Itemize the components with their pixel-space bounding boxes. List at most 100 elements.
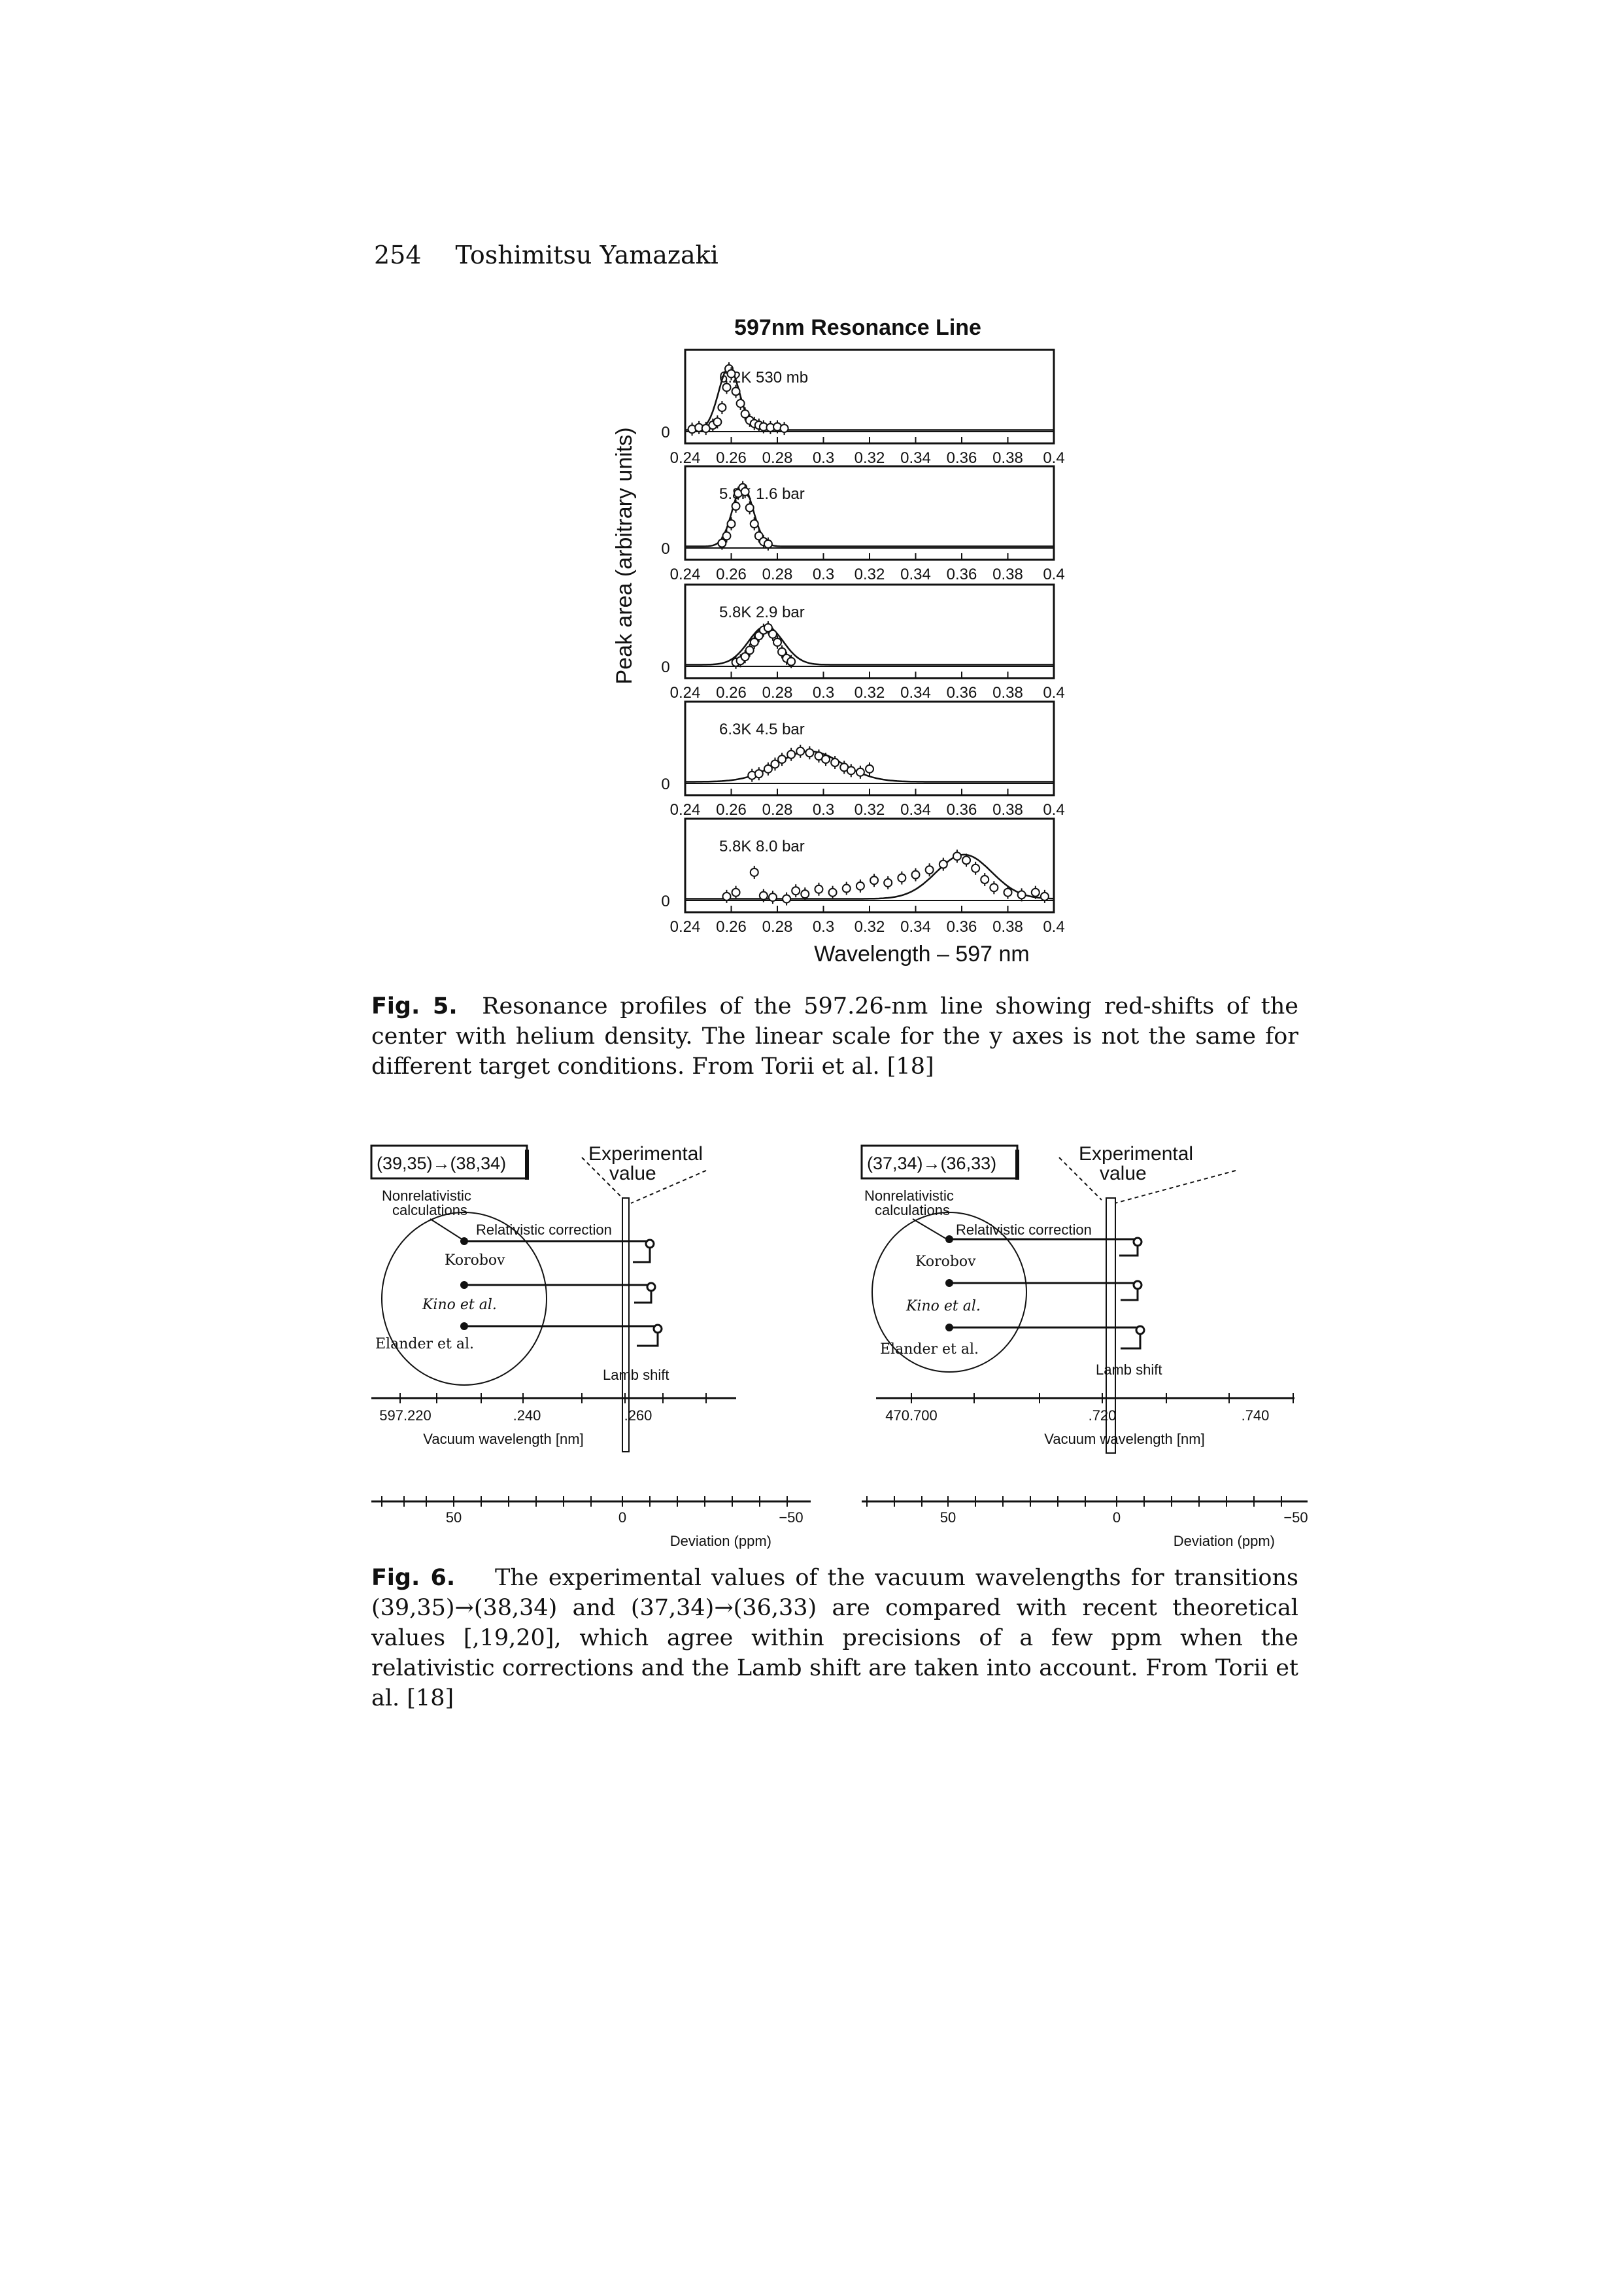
- data-point: [731, 386, 741, 396]
- x-tick-label: 0.28: [762, 566, 793, 583]
- data-point: [754, 769, 764, 779]
- data-point: [763, 539, 773, 549]
- wl-tick-1: .240: [513, 1407, 541, 1424]
- x-tick-label: 0.36: [947, 449, 977, 467]
- data-point: [989, 883, 999, 893]
- data-point: [717, 403, 727, 413]
- fit-curve: [685, 625, 1054, 666]
- fit-curve: [685, 853, 1055, 900]
- y-tick-label: 0: [661, 659, 669, 676]
- fig6-caption-text: The experimental values of the vacuum wa…: [371, 1565, 1298, 1711]
- data-point: [770, 759, 780, 769]
- data-point: [800, 889, 810, 899]
- nonrel-label-2: calculations: [392, 1202, 467, 1218]
- wl-tick-1: .720: [1089, 1407, 1117, 1424]
- data-point: [763, 764, 773, 774]
- y-tick-label: 0: [661, 776, 669, 793]
- data-point: [805, 748, 815, 758]
- relcorr-label: Relativistic correction: [956, 1222, 1092, 1238]
- dev-tick-2: −50: [779, 1509, 803, 1526]
- data-point: [713, 417, 722, 427]
- x-tick-label: 0.38: [992, 449, 1023, 467]
- x-tick-label: 0.34: [900, 449, 931, 467]
- author-name: Toshimitsu Yamazaki: [455, 241, 719, 269]
- data-point: [897, 873, 907, 883]
- x-tick-label: 0.3: [813, 684, 834, 702]
- page-number: 254: [374, 241, 422, 269]
- data-point: [777, 755, 787, 764]
- dev-axis-label: Deviation (ppm): [670, 1533, 771, 1549]
- experimental-band: [1106, 1197, 1116, 1454]
- panel-label: 5.8K 8.0 bar: [719, 838, 805, 855]
- x-tick-label: 0.36: [947, 801, 977, 819]
- fig5-caption-label: Fig. 5.: [371, 993, 458, 1019]
- data-point: [722, 531, 732, 541]
- x-tick-label: 0.34: [900, 918, 931, 936]
- data-point: [779, 424, 789, 434]
- calc-elander: Elander et al.: [375, 1336, 474, 1352]
- data-point: [1003, 887, 1013, 897]
- data-point: [740, 652, 750, 662]
- data-point: [749, 519, 759, 529]
- transition-label: (39,35)→(38,34): [377, 1154, 506, 1173]
- data-point: [980, 875, 990, 885]
- data-point: [870, 876, 879, 885]
- fig5-chart: 597nm Resonance Line Peak area (arbitrar…: [612, 315, 1065, 967]
- x-tick-label: 0.34: [900, 566, 931, 583]
- calc-elander: Elander et al.: [880, 1341, 979, 1358]
- y-tick-label: 0: [661, 424, 669, 441]
- data-point: [962, 855, 972, 865]
- x-tick-label: 0.36: [947, 918, 977, 936]
- data-point: [745, 503, 754, 513]
- x-tick-label: 0.34: [900, 684, 931, 702]
- x-tick-label: 0.4: [1043, 566, 1064, 583]
- calc-kino: Kino et al.: [905, 1298, 981, 1314]
- data-point: [938, 859, 948, 869]
- calc-korobov: Korobov: [445, 1252, 505, 1269]
- data-point: [828, 887, 837, 897]
- data-point: [726, 369, 736, 379]
- x-tick-label: 0.4: [1043, 684, 1064, 702]
- calc-arrows: [464, 1239, 663, 1347]
- wl-axis-label: Vacuum wavelength [nm]: [423, 1431, 583, 1447]
- x-tick-label: 0.38: [992, 918, 1023, 936]
- lamb-shift-label: Lamb shift: [603, 1367, 669, 1383]
- x-tick-label: 0.28: [762, 684, 793, 702]
- calc-group-ellipse: [871, 1212, 1027, 1373]
- data-point: [763, 623, 773, 632]
- wl-ticks: [399, 1393, 707, 1403]
- data-point: [745, 645, 754, 655]
- x-tick-label: 0.3: [813, 801, 834, 819]
- x-tick-label: 0.24: [670, 684, 701, 702]
- fig6-caption: Fig. 6. The experimental values of the v…: [371, 1563, 1298, 1713]
- x-tick-label: 0.24: [670, 449, 701, 467]
- panel-label: 6.3K 4.5 bar: [719, 721, 805, 738]
- x-tick-label: 0.26: [716, 918, 747, 936]
- data-point: [773, 638, 782, 647]
- lamb-shift-label: Lamb shift: [1096, 1361, 1162, 1378]
- x-tick-label: 0.38: [992, 684, 1023, 702]
- x-tick-label: 0.38: [992, 801, 1023, 819]
- data-point: [924, 865, 934, 875]
- data-point: [777, 647, 787, 657]
- experimental-label: Experimental: [588, 1143, 703, 1165]
- data-point: [841, 883, 851, 893]
- x-tick-label: 0.32: [854, 684, 885, 702]
- x-tick-label: 0.24: [670, 918, 701, 936]
- fig6-caption-label: Fig. 6.: [371, 1565, 456, 1591]
- x-tick-label: 0.32: [854, 449, 885, 467]
- x-tick-label: 0.32: [854, 801, 885, 819]
- data-point: [883, 878, 893, 887]
- x-tick-label: 0.26: [716, 684, 747, 702]
- wl-ticks: [911, 1393, 1294, 1403]
- x-tick-label: 0.24: [670, 566, 701, 583]
- x-tick-label: 0.3: [813, 918, 834, 936]
- relcorr-label: Relativistic correction: [476, 1222, 612, 1238]
- dev-tick-0: 50: [446, 1509, 462, 1526]
- data-point: [740, 487, 750, 496]
- x-tick-label: 0.28: [762, 449, 793, 467]
- x-tick-label: 0.34: [900, 801, 931, 819]
- nonrel-label-1: Nonrelativistic: [382, 1188, 471, 1204]
- wl-tick-0: 470.700: [885, 1407, 938, 1424]
